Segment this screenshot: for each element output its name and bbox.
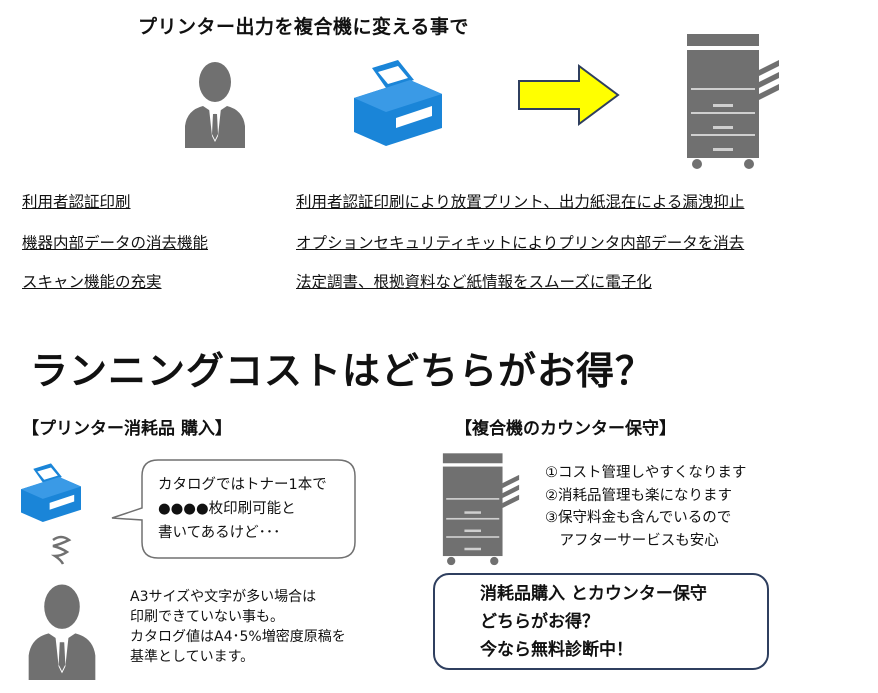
bubble-text: カタログではトナー1本で ●●●●枚印刷可能と 書いてあるけど･･･ (158, 473, 327, 545)
merit-3: ③保守料金も含んでいるので (545, 510, 732, 526)
cta-line-2: どちらがお得？ (480, 612, 599, 632)
feature-left-1: 利用者認証印刷 (22, 193, 131, 211)
printer-notes: A3サイズや文字が多い場合は 印刷できていない事も。 カタログ値はA4･5%増密… (130, 587, 346, 667)
person-small-icon (28, 584, 96, 680)
bubble-line-2: ●●●●枚印刷可能と (158, 501, 296, 517)
printer-section-heading: 【プリンター消耗品 購入】 (22, 419, 232, 439)
bubble-line-3: 書いてあるけど･･･ (158, 525, 281, 541)
arrow-right-icon (518, 64, 620, 126)
swirl-icon (50, 535, 72, 565)
feature-left-2: 機器内部データの消去機能 (22, 234, 209, 252)
merit-2: ②消耗品管理も楽になります (545, 487, 732, 504)
bubble-line-1: カタログではトナー1本で (158, 477, 327, 493)
person-icon (185, 62, 245, 148)
note-line-4: 基準としています。 (130, 649, 255, 665)
feature-right-1: 利用者認証印刷により放置プリント、出力紙混在による漏洩抑止 (296, 193, 745, 211)
printer-small-icon (21, 463, 81, 522)
merit-1: ①コスト管理しやすくなります (545, 465, 747, 481)
mfp-section-heading: 【複合機のカウンター保守】 (455, 419, 676, 439)
feature-right-2: オプションセキュリティキットによりプリンタ内部データを消去 (296, 234, 745, 252)
top-title: プリンター出力を複合機に変える事で (138, 16, 469, 38)
printer-icon (354, 60, 442, 146)
note-line-1: A3サイズや文字が多い場合は (130, 589, 317, 605)
cta-line-1: 消耗品購入 とカウンター保守 (480, 584, 707, 604)
mfp-merits: ①コスト管理しやすくなります ②消耗品管理も楽になります ③保守料金も含んでいる… (545, 462, 746, 552)
feature-right-3: 法定調書、根拠資料など紙情報をスムーズに電子化 (296, 273, 652, 291)
feature-left-3: スキャン機能の充実 (22, 273, 162, 291)
mfp-small-icon (442, 453, 520, 566)
note-line-3: カタログ値はA4･5%増密度原稿を (130, 629, 346, 645)
merit-4: アフターサービスも安心 (545, 532, 719, 549)
cta-box: 消耗品購入 とカウンター保守 どちらがお得？ 今なら無料診断中！ (433, 573, 769, 670)
speech-bubble (111, 459, 356, 559)
note-line-2: 印刷できていない事も。 (130, 609, 284, 625)
mfp-icon (687, 34, 779, 169)
main-question: ランニングコストはどちらがお得？ (30, 348, 655, 393)
cta-line-3: 今なら無料診断中！ (480, 640, 633, 660)
